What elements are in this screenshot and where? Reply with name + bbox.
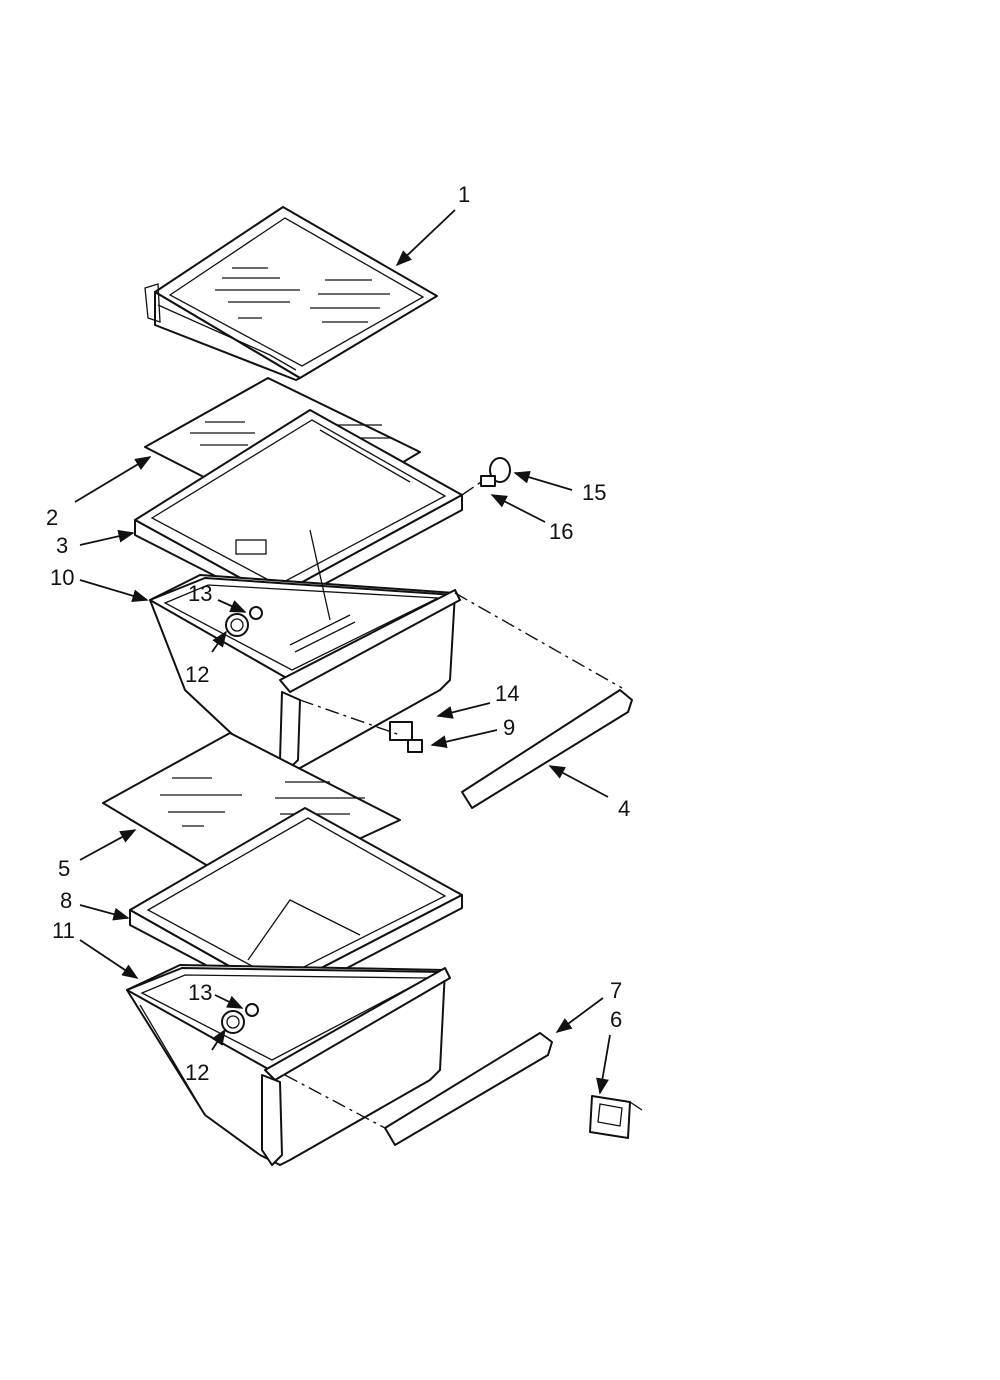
part-12-13-upper-control bbox=[225, 606, 263, 637]
callout-7: 7 bbox=[610, 978, 622, 1003]
callout-2: 2 bbox=[46, 505, 58, 530]
callout-8: 8 bbox=[60, 888, 72, 913]
alignment-line-upper bbox=[454, 592, 623, 689]
part-6-clip bbox=[589, 1095, 643, 1139]
callout-14: 14 bbox=[495, 681, 519, 706]
callout-16: 16 bbox=[549, 519, 573, 544]
alignment-line-mid bbox=[299, 699, 401, 736]
callout-6: 6 bbox=[610, 1007, 622, 1032]
glass-hatching-1 bbox=[215, 267, 390, 323]
callout-1: 1 bbox=[458, 182, 470, 207]
callout-13a: 13 bbox=[188, 581, 212, 606]
callout-9: 9 bbox=[503, 715, 515, 740]
callout-12b: 12 bbox=[185, 1060, 209, 1085]
callout-13b: 13 bbox=[188, 980, 212, 1005]
callout-12a: 12 bbox=[185, 662, 209, 687]
alignment-line-wheel bbox=[461, 481, 482, 496]
callout-15: 15 bbox=[582, 480, 606, 505]
part-12-13-lower-control bbox=[221, 1003, 259, 1034]
callout-11: 11 bbox=[52, 918, 75, 943]
part-11-lower-crisper bbox=[126, 964, 451, 1166]
part-15-16-wheel bbox=[480, 457, 511, 487]
part-4-trim bbox=[461, 689, 633, 809]
callout-4: 4 bbox=[618, 796, 630, 821]
callout-10: 10 bbox=[50, 565, 74, 590]
callout-5: 5 bbox=[58, 856, 70, 881]
part-9-14-clips bbox=[389, 721, 423, 753]
leader-lines bbox=[74, 209, 611, 1095]
alignment-line-lower bbox=[284, 1074, 386, 1129]
callout-3: 3 bbox=[56, 533, 68, 558]
part-1-shelf bbox=[144, 206, 438, 381]
part-7-trim bbox=[384, 1032, 553, 1146]
glass-hatching-5 bbox=[160, 777, 365, 831]
